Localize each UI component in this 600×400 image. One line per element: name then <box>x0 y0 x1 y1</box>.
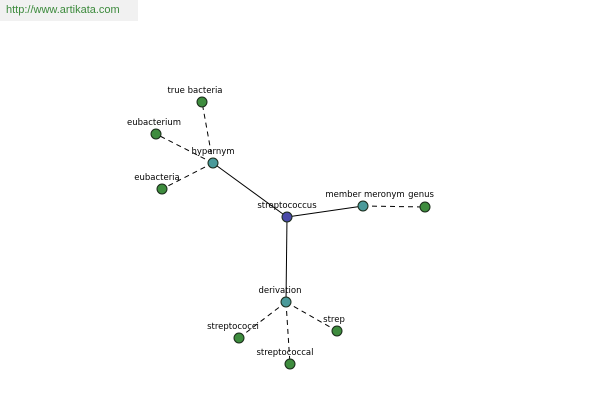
edge-hypernym-to-true-bacteria <box>201 101 214 164</box>
node-label-member-meronym: member meronym <box>325 190 404 200</box>
node-eubacteria[interactable] <box>156 183 168 195</box>
node-label-streptococcus: streptococcus <box>257 201 317 211</box>
edges-layer <box>155 101 426 365</box>
edge-derivation-to-streptococci <box>238 301 287 339</box>
node-eubacterium[interactable] <box>150 128 162 140</box>
node-hypernym[interactable] <box>207 157 219 169</box>
site-url-link[interactable]: http://www.artikata.com <box>0 0 138 21</box>
edge-derivation-to-strep <box>285 301 338 332</box>
node-label-strep: strep <box>323 315 345 325</box>
edge-streptococcus-to-member-meronym <box>286 205 364 218</box>
edge-streptococcus-to-hypernym <box>212 162 288 218</box>
node-label-genus: genus <box>408 190 434 200</box>
edge-hypernym-to-eubacterium <box>155 133 214 164</box>
node-genus[interactable] <box>419 201 431 213</box>
edge-streptococcus-to-derivation <box>285 216 288 303</box>
node-streptococci[interactable] <box>233 332 245 344</box>
edge-derivation-to-streptococcal <box>285 301 291 365</box>
labels-layer: streptococcus hypernym member meronym deriv… <box>127 86 434 358</box>
node-label-streptococci: streptococci <box>207 322 259 332</box>
node-strep[interactable] <box>331 325 343 337</box>
node-label-hypernym: hypernym <box>191 147 234 157</box>
node-label-streptococcal: streptococcal <box>256 348 313 358</box>
node-derivation[interactable] <box>280 296 292 308</box>
edge-hypernym-to-eubacteria <box>161 162 214 190</box>
node-label-eubacteria: eubacteria <box>134 173 180 183</box>
node-label-derivation: derivation <box>258 286 301 296</box>
node-streptococcus[interactable] <box>281 211 293 223</box>
node-label-eubacterium: eubacterium <box>127 118 181 128</box>
node-streptococcal[interactable] <box>284 358 296 370</box>
node-label-true-bacteria: true bacteria <box>167 86 222 96</box>
nodes-layer <box>150 96 431 370</box>
node-member-meronym[interactable] <box>357 200 369 212</box>
edge-member-meronym-to-genus <box>362 205 426 208</box>
node-true-bacteria[interactable] <box>196 96 208 108</box>
